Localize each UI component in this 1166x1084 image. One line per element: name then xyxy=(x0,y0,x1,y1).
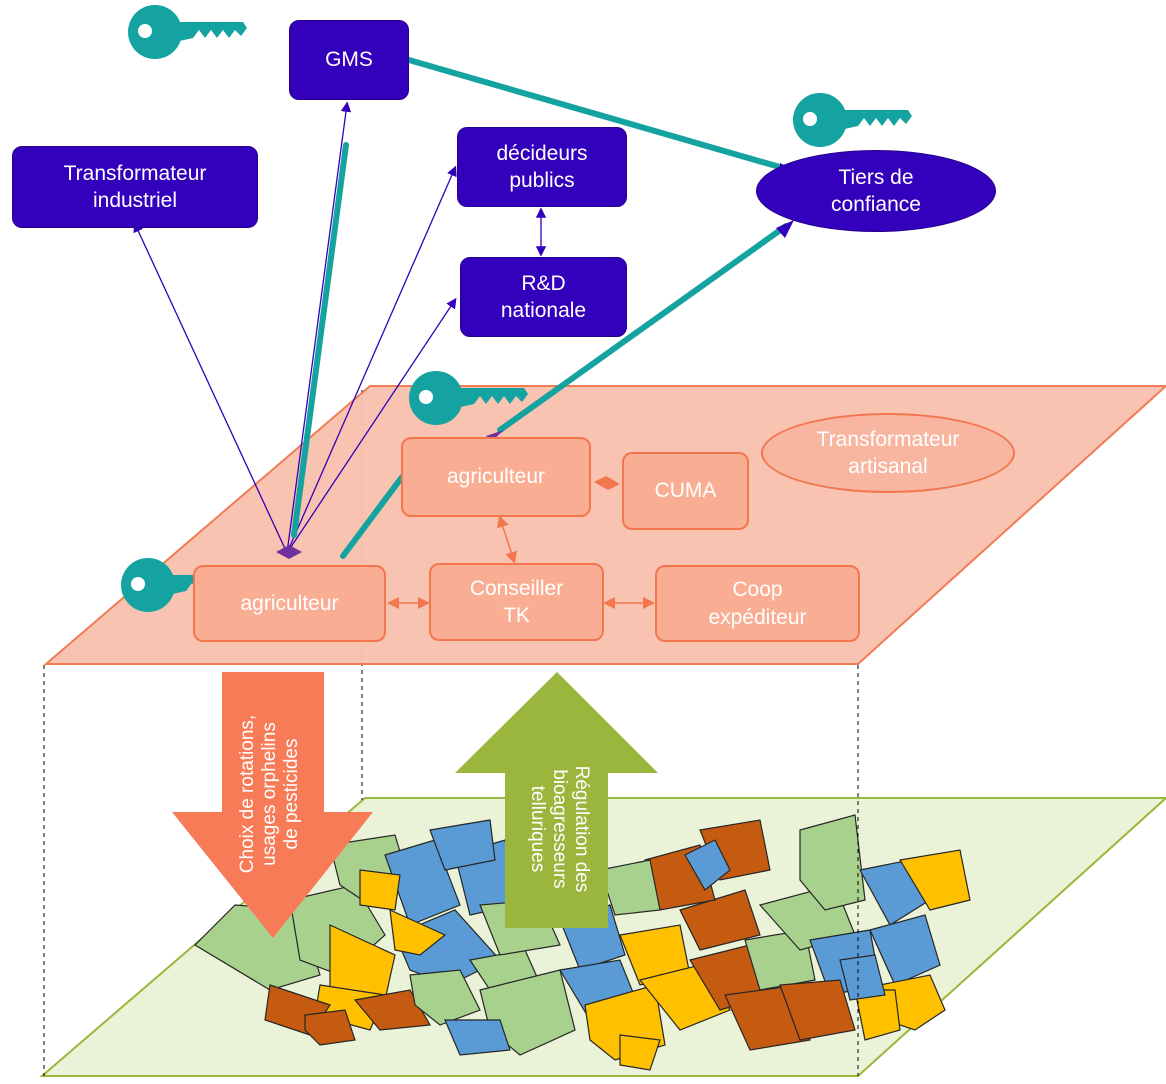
parcel xyxy=(429,819,496,871)
keys xyxy=(121,5,912,612)
parcel xyxy=(409,969,481,1026)
parcel xyxy=(353,989,431,1031)
label-line: confiance xyxy=(831,193,921,216)
node-label: Tiers de confiance xyxy=(831,164,921,219)
label-line: R&D xyxy=(521,271,566,295)
key-icon xyxy=(793,93,912,147)
down-arrow xyxy=(172,672,373,938)
label-line: Tiers de xyxy=(838,165,914,189)
down-arrow-label: Choix de rotations, usages orphelins de … xyxy=(237,677,309,911)
parcel xyxy=(779,979,856,1041)
parcel xyxy=(839,954,886,1001)
label-line: telluriques xyxy=(527,785,549,873)
node-conseiller-tk[interactable]: Conseiller TK xyxy=(429,563,604,641)
label-line: Conseiller xyxy=(469,576,564,600)
parcel-mosaic xyxy=(194,814,971,1071)
cuma-link-diamond xyxy=(594,476,620,490)
label-line: usages orphelins xyxy=(258,722,280,866)
node-label: décideurs publics xyxy=(496,140,587,195)
label-line: nationale xyxy=(500,299,587,322)
node-label: agriculteur xyxy=(240,591,339,615)
node-coop-expediteur[interactable]: Coop expéditeur xyxy=(655,565,860,642)
node-label: Transformateur artisanal xyxy=(817,426,960,481)
node-agriculteur-left[interactable]: agriculteur xyxy=(193,565,386,642)
label-line: Transformateur xyxy=(816,427,960,451)
node-label: CUMA xyxy=(654,479,717,503)
label-line: de pesticides xyxy=(280,738,302,850)
parcel xyxy=(684,839,731,891)
label-line: décideurs xyxy=(496,141,588,165)
node-gms[interactable]: GMS xyxy=(289,20,409,100)
link-origin-diamond xyxy=(276,545,302,559)
label-line: bioagresseurs xyxy=(549,769,571,889)
node-label: Transformateur industriel xyxy=(64,160,207,215)
label-line: Choix de rotations, xyxy=(237,714,258,874)
label-line: TK xyxy=(503,604,530,627)
label-line: industriel xyxy=(92,189,178,212)
label-line: Régulation des xyxy=(571,765,592,893)
node-tiers-de-confiance[interactable]: Tiers de confiance xyxy=(756,150,996,232)
parcel xyxy=(389,909,447,956)
up-arrow-label: Régulation des bioagresseurs telluriques xyxy=(520,712,592,946)
trust-links xyxy=(291,55,793,559)
node-label: agriculteur xyxy=(446,465,546,489)
node-label: Conseiller TK xyxy=(470,575,563,630)
label-line: expéditeur xyxy=(708,605,807,629)
actor-links xyxy=(133,101,547,554)
parcel xyxy=(619,1034,661,1071)
node-transformateur-industriel[interactable]: Transformateur industriel xyxy=(12,146,258,228)
label-line: Coop xyxy=(732,578,783,602)
parcel xyxy=(899,849,971,911)
node-rd-nationale[interactable]: R&D nationale xyxy=(460,257,627,337)
node-agriculteur-top[interactable]: agriculteur xyxy=(401,437,591,517)
parcel xyxy=(304,1009,356,1046)
trust-arrowhead xyxy=(776,220,794,238)
node-label: Coop expéditeur xyxy=(708,576,806,631)
local-links xyxy=(387,515,655,609)
node-cuma[interactable]: CUMA xyxy=(622,452,749,530)
parcel xyxy=(679,889,761,951)
label-line: Transformateur xyxy=(63,161,207,185)
label-line: artisanal xyxy=(848,455,928,478)
parcel xyxy=(359,869,401,911)
label-line: publics xyxy=(509,169,575,192)
parcel xyxy=(799,814,866,911)
node-label: R&D nationale xyxy=(501,270,586,325)
node-transformateur-artisanal[interactable]: Transformateur artisanal xyxy=(761,413,1015,493)
parcel xyxy=(599,859,661,916)
parcel xyxy=(869,914,941,986)
key-icon xyxy=(409,371,528,425)
key-icon xyxy=(128,5,247,59)
node-gms-label: GMS xyxy=(325,48,373,72)
up-arrow xyxy=(455,672,658,928)
node-decideurs-publics[interactable]: décideurs publics xyxy=(457,127,627,207)
parcel xyxy=(444,1019,511,1056)
